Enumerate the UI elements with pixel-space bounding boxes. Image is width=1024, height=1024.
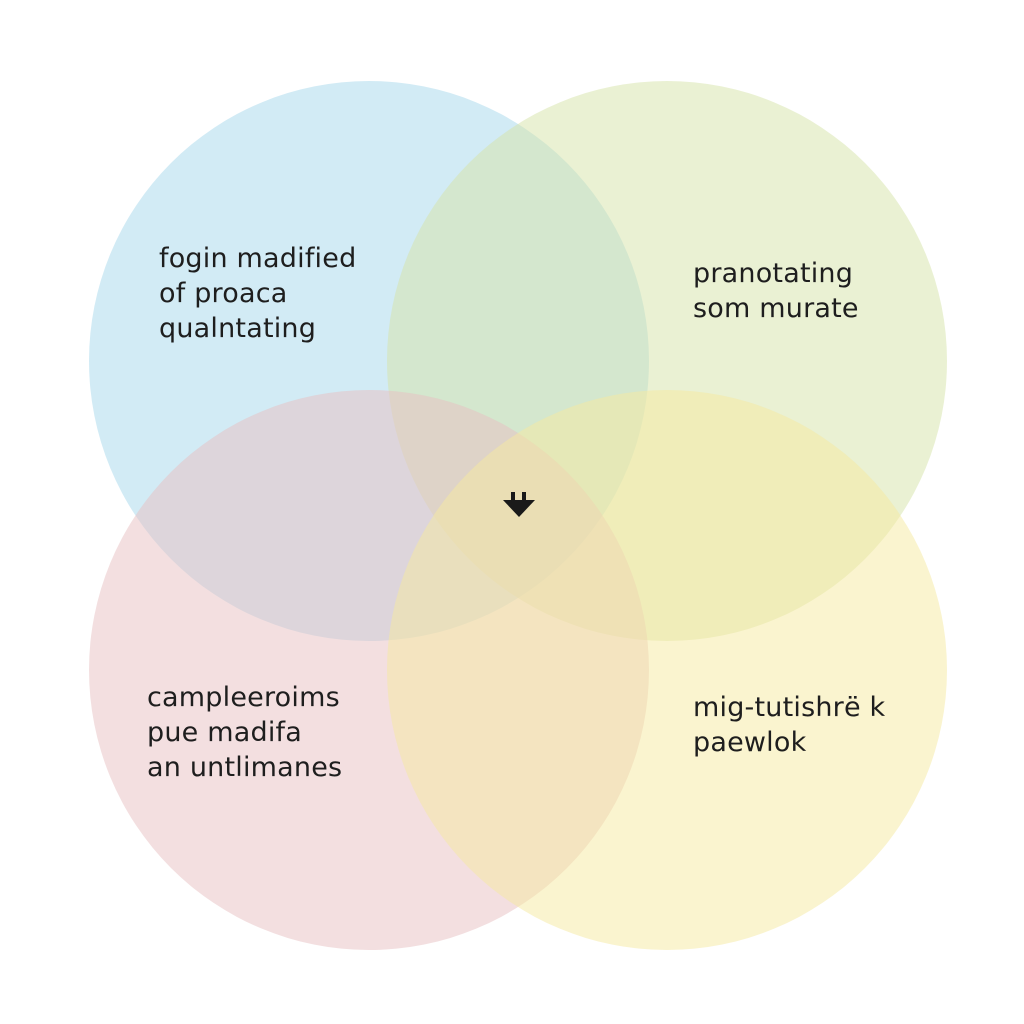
label-line: of proaca — [159, 278, 288, 309]
label-line: qualntating — [159, 313, 317, 344]
label-line: campleeroims — [147, 682, 340, 713]
label-bottom-left: campleeroims pue madifa an untlimanes — [147, 680, 342, 785]
label-line: paewlok — [693, 727, 807, 758]
circle-bottom-right — [387, 390, 947, 950]
label-line: pue madifa — [147, 717, 302, 748]
label-line: pranotating — [693, 258, 854, 289]
label-line: mig-tutishrё k — [693, 692, 886, 723]
label-line: fogin madified — [159, 243, 357, 274]
double-down-arrow-icon — [503, 492, 535, 517]
label-bottom-right: mig-tutishrё k paewlok — [693, 690, 885, 760]
label-line: an untlimanes — [147, 752, 343, 783]
label-top-left: fogin madified of proaca qualntating — [159, 241, 356, 346]
label-top-right: pranotating som murate — [693, 256, 859, 326]
label-line: som murate — [693, 293, 859, 324]
